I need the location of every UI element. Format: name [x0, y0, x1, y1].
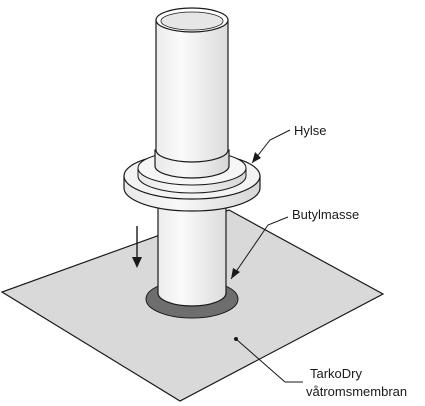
- sleeve-label: Hylse: [294, 123, 327, 138]
- membrane-leader: [234, 337, 303, 383]
- membrane-label-line1: TarkoDry: [310, 366, 363, 381]
- sleeve-collar: [123, 149, 261, 212]
- pipe-inner-wall: [160, 11, 224, 31]
- arrow-down-icon: [132, 226, 142, 268]
- sleeve-leader: [251, 129, 291, 164]
- butyl-label: Butylmasse: [292, 207, 359, 222]
- butyl-leader: [230, 216, 289, 280]
- upper-pipe: [155, 19, 229, 163]
- membrane-label-line2: våtromsmembran: [306, 384, 407, 399]
- lower-pipe: [157, 199, 227, 307]
